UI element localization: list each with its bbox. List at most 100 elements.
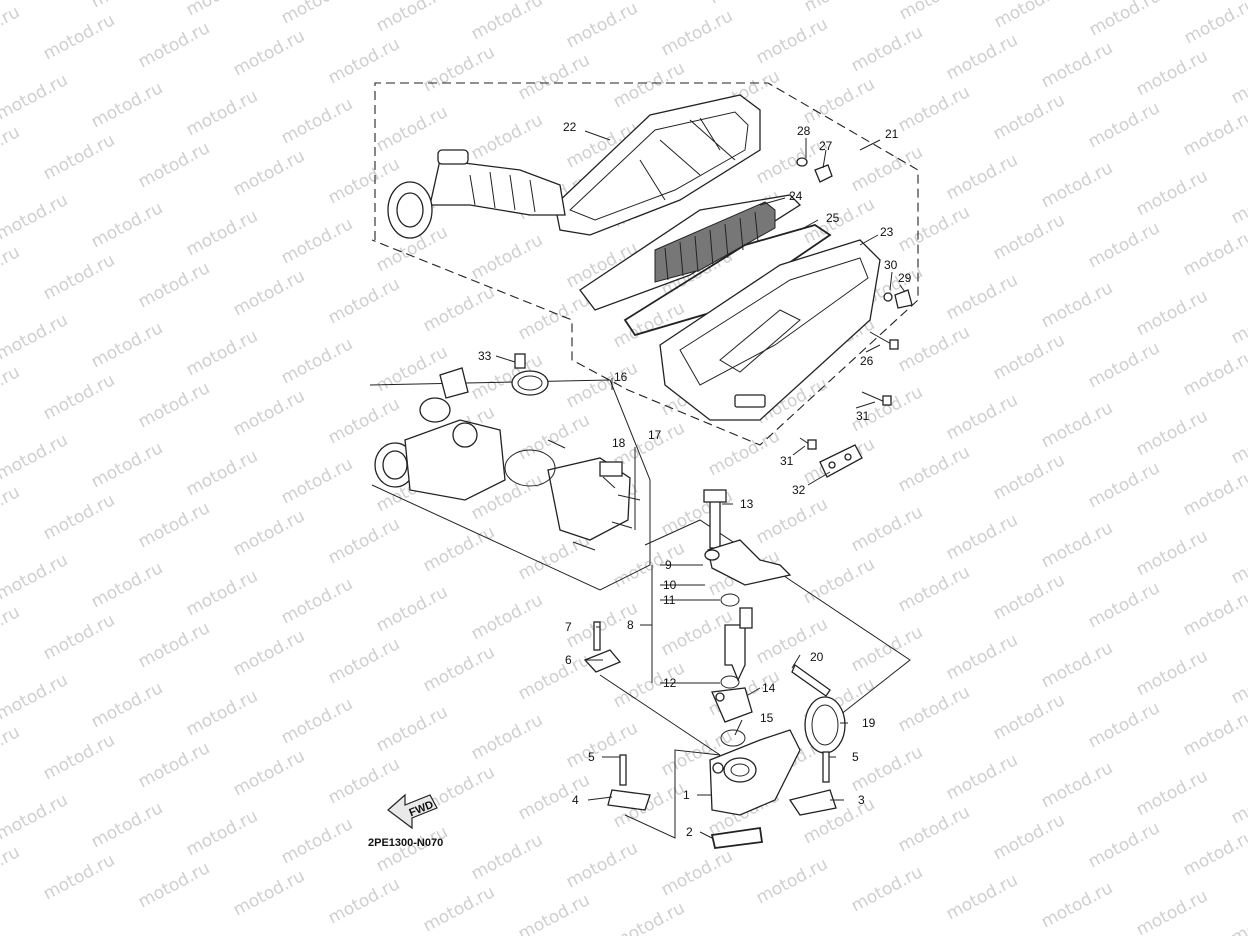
watermark-text: motod.ru: [1038, 398, 1116, 452]
watermark-text: motod.ru: [135, 858, 213, 912]
watermark-text: motod.ru: [943, 30, 1021, 84]
watermark-text: motod.ru: [40, 610, 118, 664]
watermark-text: motod.ru: [848, 622, 926, 676]
watermark-text: motod.ru: [325, 34, 403, 88]
watermark-text: motod.ru: [753, 14, 831, 68]
watermark-text: motod.ru: [563, 358, 641, 412]
watermark-text: motod.ru: [1085, 98, 1163, 152]
watermark-text: motod.ru: [800, 74, 878, 128]
watermark-text: motod.ru: [895, 562, 973, 616]
watermark-text: motod.ru: [1228, 534, 1248, 588]
callout-25: 25: [826, 211, 840, 225]
watermark-text: motod.ru: [183, 446, 261, 500]
callout-8: 8: [627, 618, 634, 632]
watermark-text: motod.ru: [1133, 46, 1211, 100]
watermark-text: motod.ru: [230, 386, 308, 440]
watermark-text: motod.ru: [183, 566, 261, 620]
callout-19: 19: [862, 716, 876, 730]
callout-10: 10: [663, 578, 677, 592]
watermark-text: motod.ru: [1038, 518, 1116, 572]
watermark-text: motod.ru: [990, 810, 1068, 864]
watermark-text: motod.ru: [230, 626, 308, 680]
watermark-text: motod.ru: [1085, 698, 1163, 752]
watermark-text: motod.ru: [895, 442, 973, 496]
callout-3: 3: [858, 793, 865, 807]
watermark-text: motod.ru: [706, 0, 784, 8]
watermark-text: motod.ru: [943, 270, 1021, 324]
watermark-text: motod.ru: [1133, 526, 1211, 580]
hose-clamp: [511, 353, 549, 396]
watermark-text: motod.ru: [610, 658, 688, 712]
watermark-text: motod.ru: [420, 42, 498, 96]
watermark-text: motod.ru: [895, 322, 973, 376]
callout-4: 4: [572, 793, 579, 807]
watermark-text: motod.ru: [895, 682, 973, 736]
watermark-text: motod.ru: [1180, 466, 1248, 520]
watermark-text: motod.ru: [1085, 458, 1163, 512]
watermark-text: motod.ru: [1085, 338, 1163, 392]
watermark-text: motod.ru: [1228, 294, 1248, 348]
callout-31: 31: [856, 409, 870, 423]
watermark-text: motod.ru: [325, 394, 403, 448]
watermark-text: motod.ru: [1228, 774, 1248, 828]
watermark-text: motod.ru: [1085, 818, 1163, 872]
callout-24: 24: [789, 189, 803, 203]
injector-group-outline: [599, 519, 911, 839]
watermark-text: motod.ru: [420, 642, 498, 696]
watermark-text: motod.ru: [515, 890, 593, 936]
watermark-text: motod.ru: [373, 702, 451, 756]
joint-clamp: [791, 664, 846, 754]
watermark-text: motod.ru: [1038, 758, 1116, 812]
watermark-text: motod.ru: [990, 90, 1068, 144]
watermark-text: motod.ru: [515, 50, 593, 104]
throttle-position-sensor: [504, 449, 641, 551]
watermark-text: motod.ru: [40, 730, 118, 784]
watermark-text: motod.ru: [325, 274, 403, 328]
watermark-text: motod.ru: [325, 514, 403, 568]
watermark-text: motod.ru: [373, 342, 451, 396]
watermark-text: motod.ru: [135, 18, 213, 72]
throttle-body-group-outline: [369, 379, 651, 591]
watermark-text: motod.ru: [515, 650, 593, 704]
callout-2: 2: [686, 825, 693, 839]
watermark-text: motod.ru: [420, 522, 498, 576]
watermark-text: motod.ru: [468, 590, 546, 644]
watermark-text: motod.ru: [88, 438, 166, 492]
watermark-text: motod.ru: [895, 802, 973, 856]
air-filter-case: [659, 239, 881, 421]
watermark-text: motod.ru: [135, 498, 213, 552]
watermark-text: motod.ru: [135, 618, 213, 672]
watermark-text: motod.ru: [895, 82, 973, 136]
callout-21: 21: [885, 127, 899, 141]
air-filter-element: [579, 194, 802, 311]
callout-17: 17: [648, 428, 662, 442]
watermark-text: motod.ru: [848, 862, 926, 916]
watermark-text: motod.ru: [373, 582, 451, 636]
watermark-text: motod.ru: [848, 142, 926, 196]
watermark-text: motod.ru: [183, 86, 261, 140]
watermark-text: motod.ru: [135, 738, 213, 792]
watermark-text: motod.ru: [0, 482, 23, 536]
watermark-text: motod.ru: [325, 874, 403, 928]
watermark-text: motod.ru: [1133, 406, 1211, 460]
callout-5: 5: [588, 750, 595, 764]
watermark-text: motod.ru: [0, 602, 23, 656]
watermark-text: motod.ru: [1180, 706, 1248, 760]
callout-5: 5: [852, 750, 859, 764]
watermark-text: motod.ru: [230, 506, 308, 560]
fwd-arrow-icon: FWD: [387, 793, 438, 830]
watermark-text: motod.ru: [88, 0, 166, 12]
watermark-text: motod.ru: [1228, 174, 1248, 228]
watermark-text: motod.ru: [1181, 0, 1248, 48]
watermark-text: motod.ru: [610, 58, 688, 112]
watermark-text: motod.ru: [800, 554, 878, 608]
callout-labels: 1 2 3 4 5 5 6 7 8 9 10 11 12 13 14 15 16…: [478, 120, 912, 839]
watermark-text: motod.ru: [373, 102, 451, 156]
watermark-text: motod.ru: [40, 370, 118, 424]
callout-14: 14: [762, 681, 776, 695]
callout-7: 7: [565, 620, 572, 634]
watermark-text: motod.ru: [325, 634, 403, 688]
fuel-injector: [703, 489, 792, 747]
callout-18: 18: [612, 436, 626, 450]
watermark-text: motod.ru: [943, 630, 1021, 684]
